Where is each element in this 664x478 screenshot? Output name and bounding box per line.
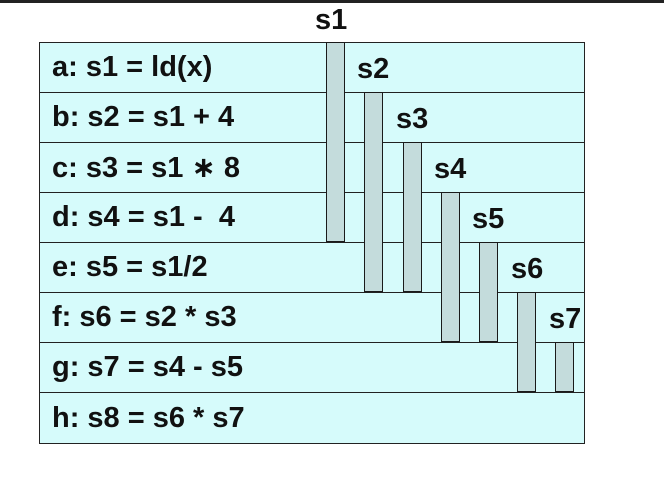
lifetime-label-s6: s6 [511,253,544,285]
statement-label: b: s2 = s1 + 4 [52,101,235,133]
statement-row-h: h: s8 = s6 * s7 [40,393,584,443]
lifetime-bar-s1 [326,42,345,242]
lifetime-label-s5: s5 [472,203,505,235]
window-top-edge [0,0,664,3]
lifetime-label-s2: s2 [357,53,390,85]
statement-label: c: s3 = s1 ∗ 8 [52,152,240,184]
lifetime-bar-s4 [441,192,460,342]
lifetime-label-s3: s3 [396,103,429,135]
statement-row-e: e: s5 = s1/2 [40,243,584,293]
statement-row-f: f: s6 = s2 * s3 [40,293,584,343]
statement-label: h: s8 = s6 * s7 [52,401,245,434]
statement-row-b: b: s2 = s1 + 4 [40,93,584,143]
statement-row-a: a: s1 = ld(x) [40,43,584,93]
statement-label: f: s6 = s2 * s3 [52,301,237,333]
statement-table: a: s1 = ld(x) b: s2 = s1 + 4 c: s3 = s1 … [39,42,585,444]
lifetime-bar-s6 [517,292,536,392]
statement-label: a: s1 = ld(x) [52,51,213,83]
lifetime-label-s7: s7 [549,305,582,334]
lifetime-bar-s3 [403,142,422,292]
statement-row-d: d: s4 = s1 - 4 [40,193,584,243]
lifetime-bar-s5 [479,242,498,342]
statement-row-c: c: s3 = s1 ∗ 8 [40,143,584,193]
statement-label: d: s4 = s1 - 4 [52,201,235,233]
lifetime-label-s4: s4 [434,153,467,185]
lifetime-bar-s7 [555,342,574,392]
statement-label: e: s5 = s1/2 [52,251,208,283]
statement-row-g: g: s7 = s4 - s5 [40,343,584,393]
lifetime-label-s1: s1 [315,4,348,36]
statement-label: g: s7 = s4 - s5 [52,351,244,383]
lifetime-bar-s2 [364,92,383,292]
